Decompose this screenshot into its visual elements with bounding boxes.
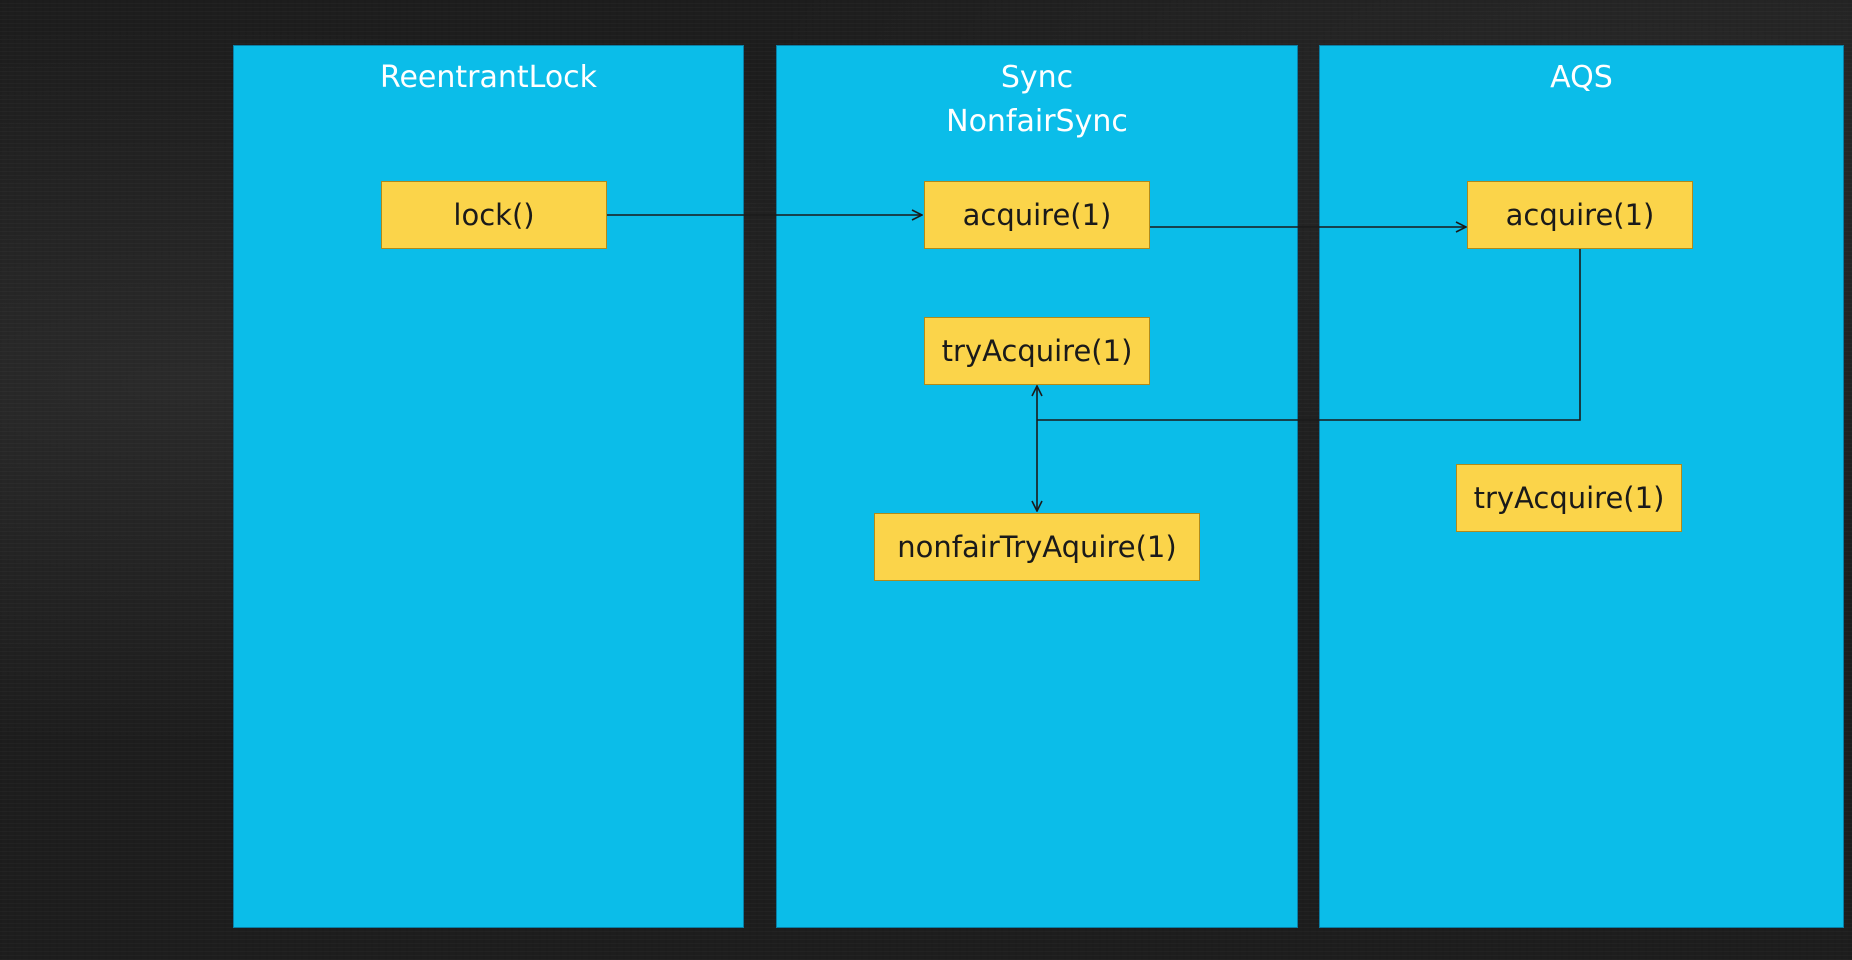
panel-title-aqs: AQS xyxy=(1550,60,1613,95)
panel-sync-nonfairsync: Sync NonfairSync xyxy=(776,45,1298,928)
sync-nonfairtryacquire-method-box: nonfairTryAquire(1) xyxy=(874,513,1200,581)
aqs-tryacquire-method-box: tryAcquire(1) xyxy=(1456,464,1682,532)
panel-title-sync-nonfairsync: Sync NonfairSync xyxy=(946,60,1128,139)
sync-acquire-method-box: acquire(1) xyxy=(924,181,1150,249)
sync-tryacquire-method-box: tryAcquire(1) xyxy=(924,317,1150,385)
aqs-acquire-method-box: acquire(1) xyxy=(1467,181,1693,249)
lock-method-box: lock() xyxy=(381,181,607,249)
panel-title-reentrantlock: ReentrantLock xyxy=(379,60,598,95)
panel-reentrantlock: ReentrantLock xyxy=(233,45,744,928)
